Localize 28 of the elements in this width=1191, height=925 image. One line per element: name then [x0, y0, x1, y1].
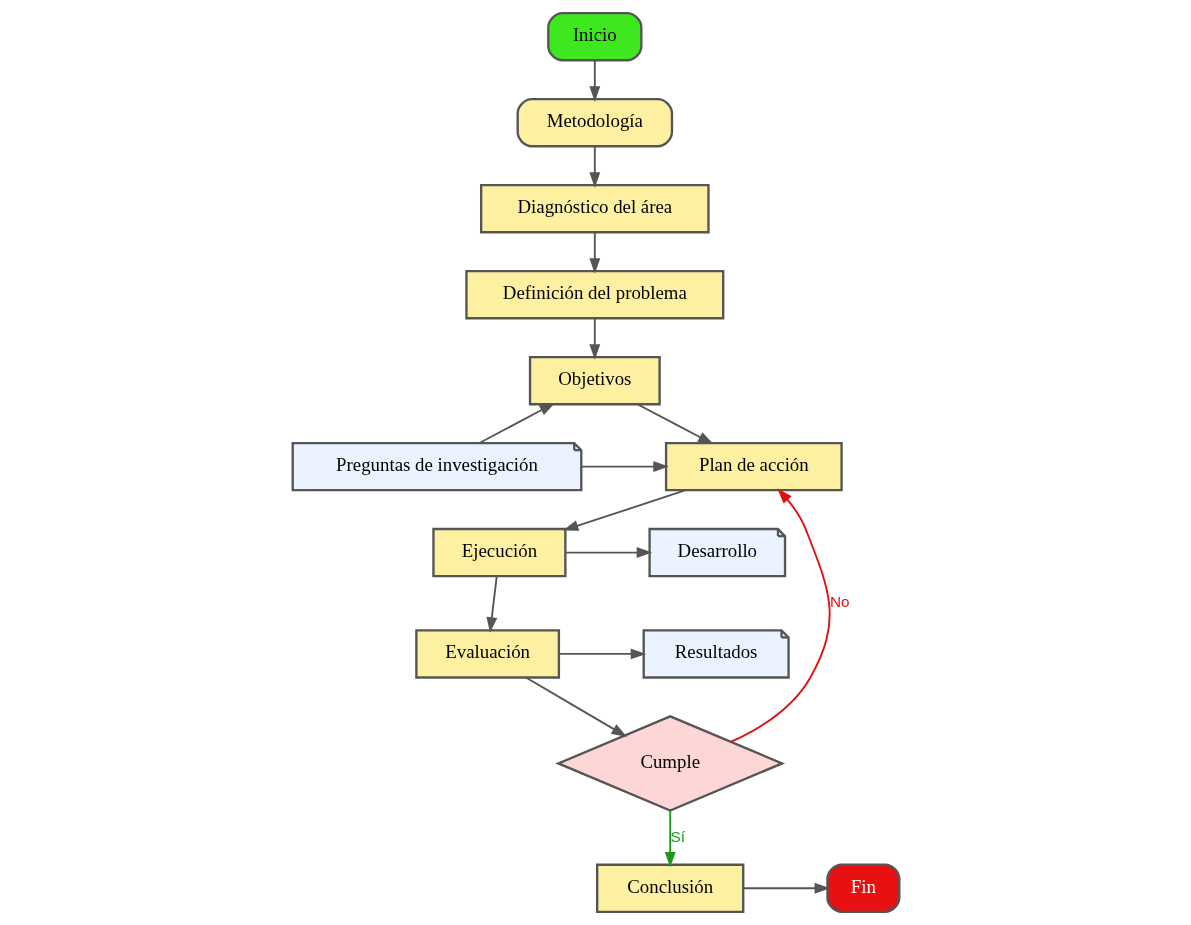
- node-box: Diagnóstico del área: [479, 183, 710, 234]
- node-box: Conclusión: [595, 863, 744, 913]
- node-box: Metodología: [516, 97, 673, 148]
- node-box: Evaluación: [414, 629, 560, 679]
- node-box: Inicio: [546, 12, 643, 62]
- node-box: Plan de acción: [664, 441, 843, 492]
- arrow: [580, 461, 669, 473]
- arrow: [563, 547, 652, 559]
- arrow: [477, 402, 555, 444]
- arrow: [588, 231, 600, 274]
- arrow: [557, 648, 646, 660]
- arrow: [524, 676, 627, 737]
- arrow: [729, 488, 831, 743]
- node-box: Definición del problema: [464, 269, 724, 320]
- node-box: Fin: [825, 863, 900, 913]
- arrow: [588, 59, 600, 102]
- arrow: [741, 882, 830, 894]
- arrow: [562, 489, 687, 531]
- edge-label: No: [829, 593, 850, 611]
- node-diamond: Cumple: [554, 715, 785, 812]
- arrow: [636, 403, 714, 445]
- arrow: [588, 317, 600, 360]
- arrow: [588, 145, 600, 188]
- arrow: [664, 809, 676, 868]
- arrow: [485, 575, 498, 633]
- node-box: Ejecución: [431, 527, 567, 578]
- node-box: Objetivos: [528, 355, 661, 406]
- edge-label: Sí: [670, 827, 685, 845]
